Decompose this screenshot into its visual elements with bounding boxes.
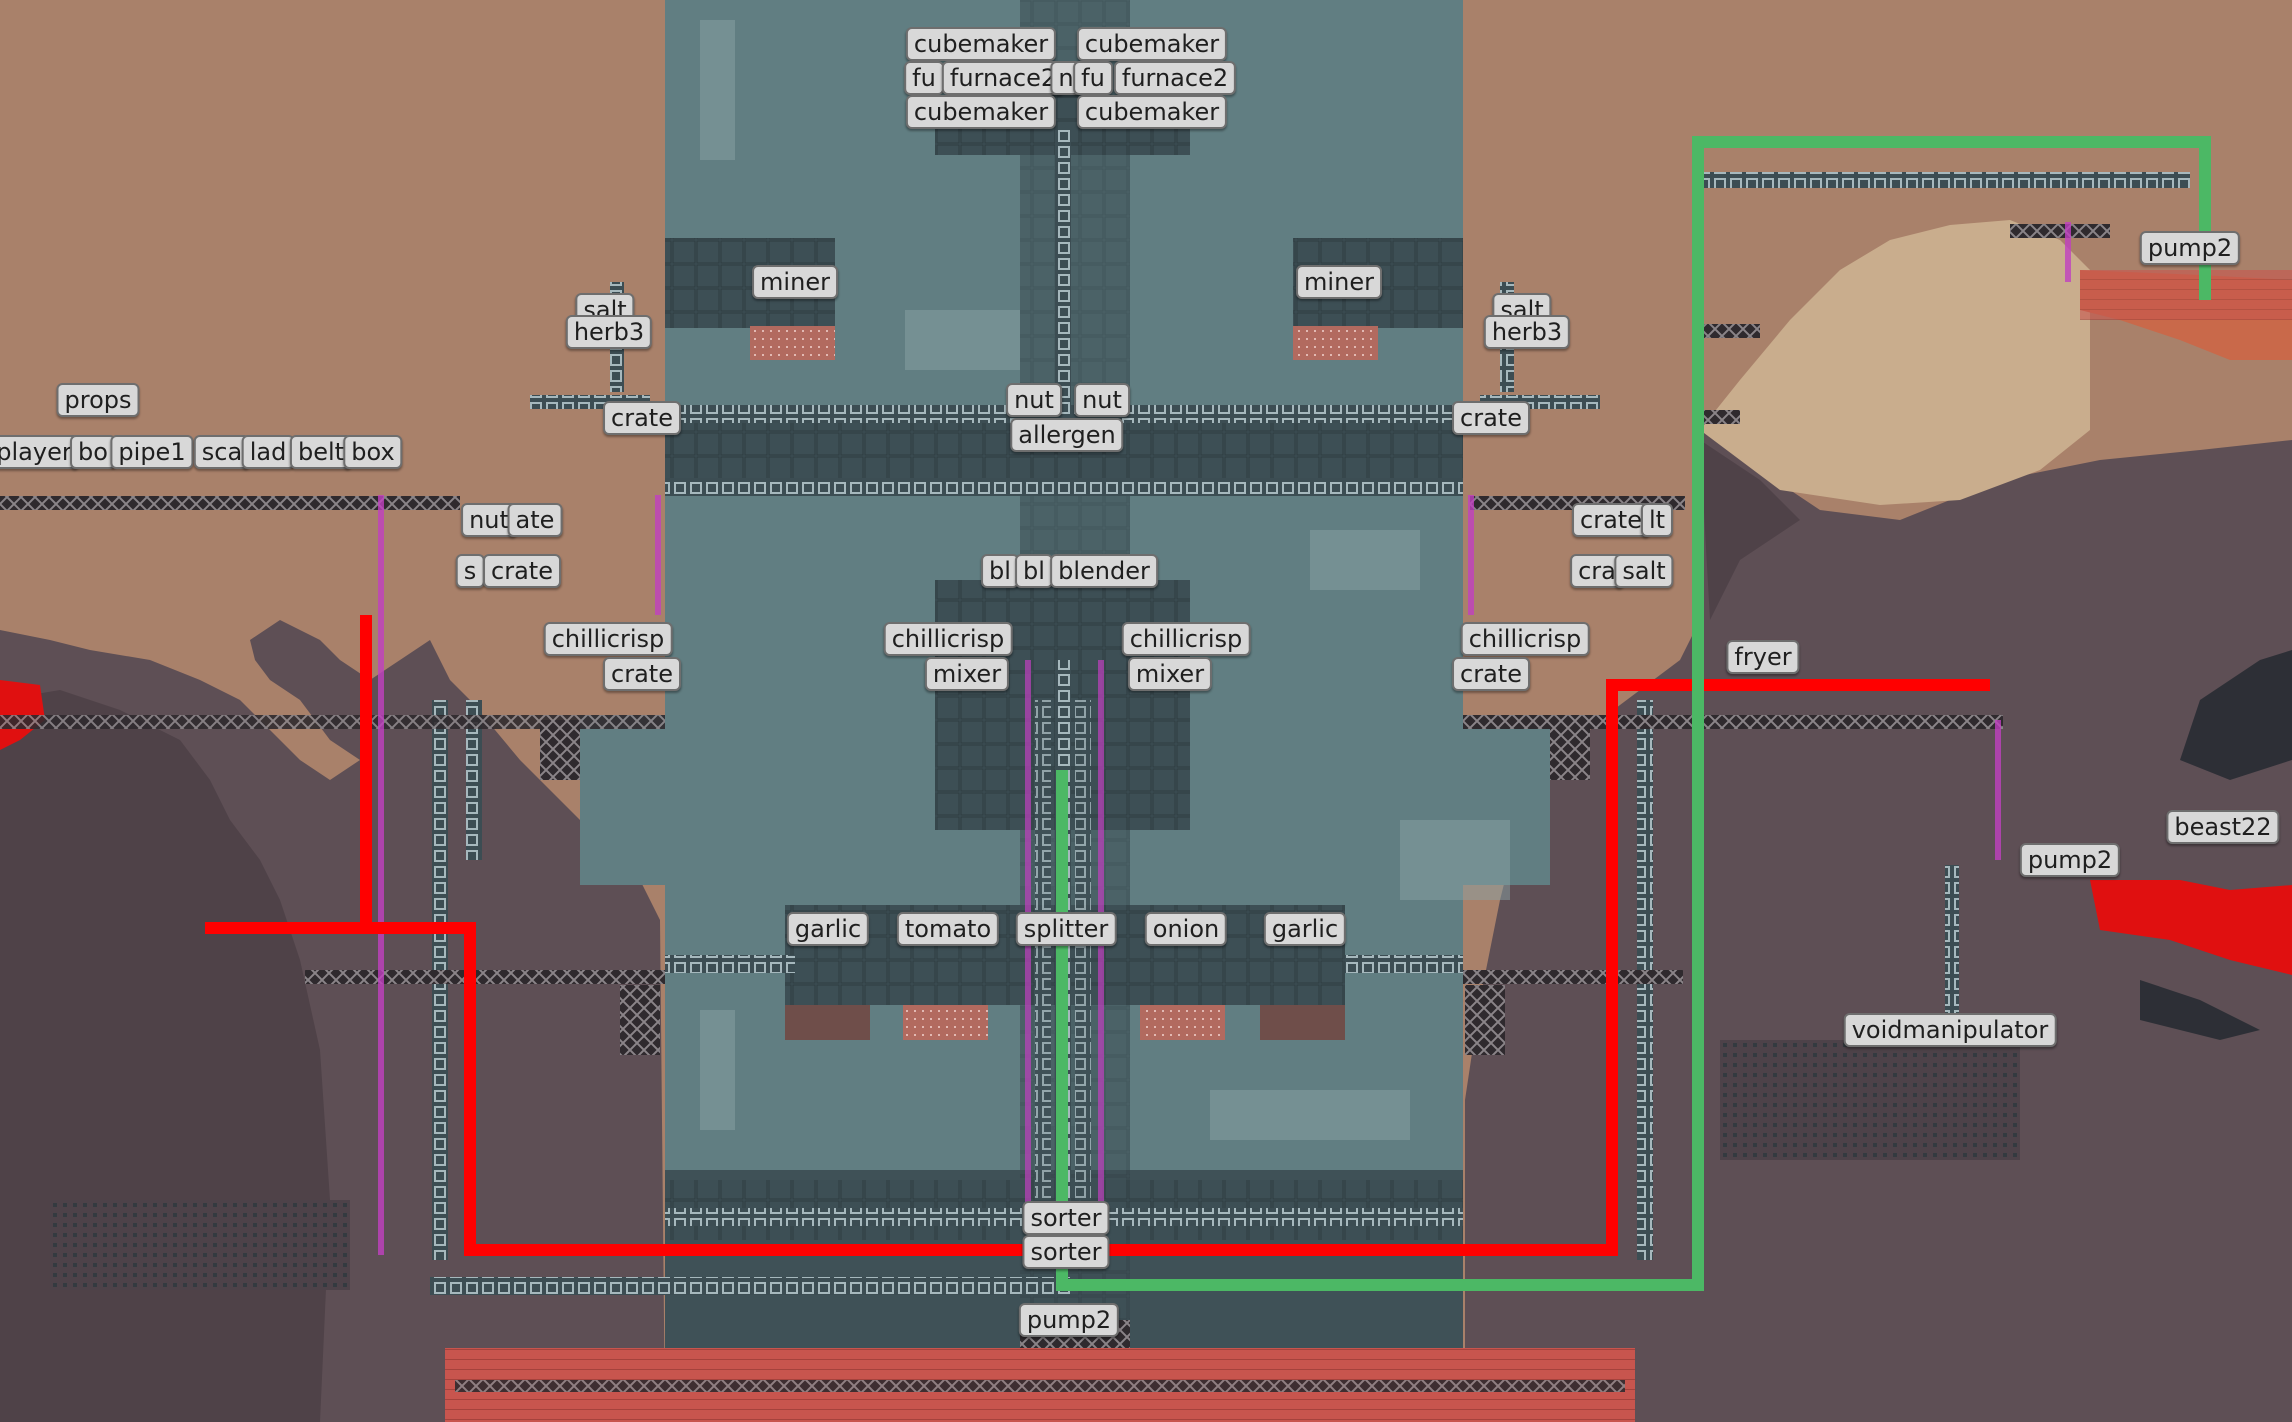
entity-label-herb3-2[interactable]: herb3 [1483, 315, 1571, 349]
entity-label-chillicrisp-4[interactable]: chillicrisp [1460, 622, 1590, 656]
entity-label-pump2-2[interactable]: pump2 [2019, 843, 2121, 877]
entity-label-chillicrisp-1[interactable]: chillicrisp [543, 622, 673, 656]
entity-label-sorter-1[interactable]: sorter [1022, 1201, 1110, 1235]
entity-label-blender-1[interactable]: blender [1050, 554, 1158, 588]
entity-label-chillicrisp-3[interactable]: chillicrisp [1121, 622, 1251, 656]
entity-label-chillicrisp-2[interactable]: chillicrisp [883, 622, 1013, 656]
entity-label-mixer-2[interactable]: mixer [1127, 657, 1213, 691]
entity-label-s-1[interactable]: s [455, 554, 485, 588]
entity-label-crate-2[interactable]: crate [1452, 401, 1530, 435]
entity-label-tomato-1[interactable]: tomato [896, 912, 1000, 946]
entity-label-props-1[interactable]: props [56, 383, 140, 417]
entity-label-onion-1[interactable]: onion [1144, 912, 1228, 946]
entity-label-lt-1[interactable]: lt [1640, 503, 1674, 537]
entity-label-crate-5[interactable]: crate [603, 657, 681, 691]
entity-label-fu-2[interactable]: fu [1073, 61, 1113, 95]
entity-label-lad-1[interactable]: lad [241, 435, 295, 469]
entity-label-sca-1[interactable]: sca [193, 435, 251, 469]
selection-green-loop [1056, 136, 2211, 1291]
rock-right [1465, 420, 2292, 1422]
entity-label-nut-2[interactable]: nut [1074, 383, 1130, 417]
entity-label-crate-3[interactable]: crate [1572, 503, 1650, 537]
entity-label-pipe1-1[interactable]: pipe1 [110, 435, 194, 469]
entity-label-crate-1[interactable]: crate [603, 401, 681, 435]
entity-label-miner-1[interactable]: miner [752, 265, 838, 299]
entity-label-furnace2-2[interactable]: furnace2 [1113, 61, 1237, 95]
entity-label-miner-2[interactable]: miner [1296, 265, 1382, 299]
entity-label-salt-3[interactable]: salt [1614, 554, 1674, 588]
entity-label-player-1[interactable]: player [0, 435, 80, 469]
entity-label-box-1[interactable]: box [343, 435, 403, 469]
entity-label-bl-2[interactable]: bl [1015, 554, 1053, 588]
entity-label-fryer-1[interactable]: fryer [1726, 640, 1800, 674]
entity-label-mixer-1[interactable]: mixer [924, 657, 1010, 691]
entity-label-garlic-2[interactable]: garlic [1263, 912, 1347, 946]
entity-label-voidmanipulator-1[interactable]: voidmanipulator [1843, 1013, 2057, 1047]
entity-label-beast22-1[interactable]: beast22 [2166, 810, 2280, 844]
entity-label-cubemaker-4[interactable]: cubemaker [1076, 95, 1228, 129]
entity-label-crate-4[interactable]: crate [483, 554, 561, 588]
entity-label-crate-6[interactable]: crate [1452, 657, 1530, 691]
lava-right [2090, 880, 2292, 975]
entity-label-cubemaker-1[interactable]: cubemaker [905, 27, 1057, 61]
entity-label-nut-1[interactable]: nut [1006, 383, 1062, 417]
entity-label-pump2-1[interactable]: pump2 [2139, 231, 2241, 265]
entity-label-furnace2-1[interactable]: furnace2 [941, 61, 1065, 95]
entity-label-belt-1[interactable]: belt [289, 435, 353, 469]
entity-label-allergen-1[interactable]: allergen [1010, 418, 1124, 452]
entity-label-splitter-1[interactable]: splitter [1015, 912, 1117, 946]
entity-label-garlic-1[interactable]: garlic [786, 912, 870, 946]
entity-label-sorter-2[interactable]: sorter [1022, 1235, 1110, 1269]
entity-label-herb3-1[interactable]: herb3 [565, 315, 653, 349]
entity-label-ate-1[interactable]: ate [507, 503, 563, 537]
entity-label-cubemaker-2[interactable]: cubemaker [1076, 27, 1228, 61]
entity-label-cubemaker-3[interactable]: cubemaker [905, 95, 1057, 129]
entity-label-pump2-3[interactable]: pump2 [1018, 1303, 1120, 1337]
entity-label-bl-1[interactable]: bl [981, 554, 1019, 588]
entity-label-fu-1[interactable]: fu [904, 61, 944, 95]
entity-label-bo-1[interactable]: bo [70, 435, 116, 469]
sand-hill [1700, 220, 2090, 505]
